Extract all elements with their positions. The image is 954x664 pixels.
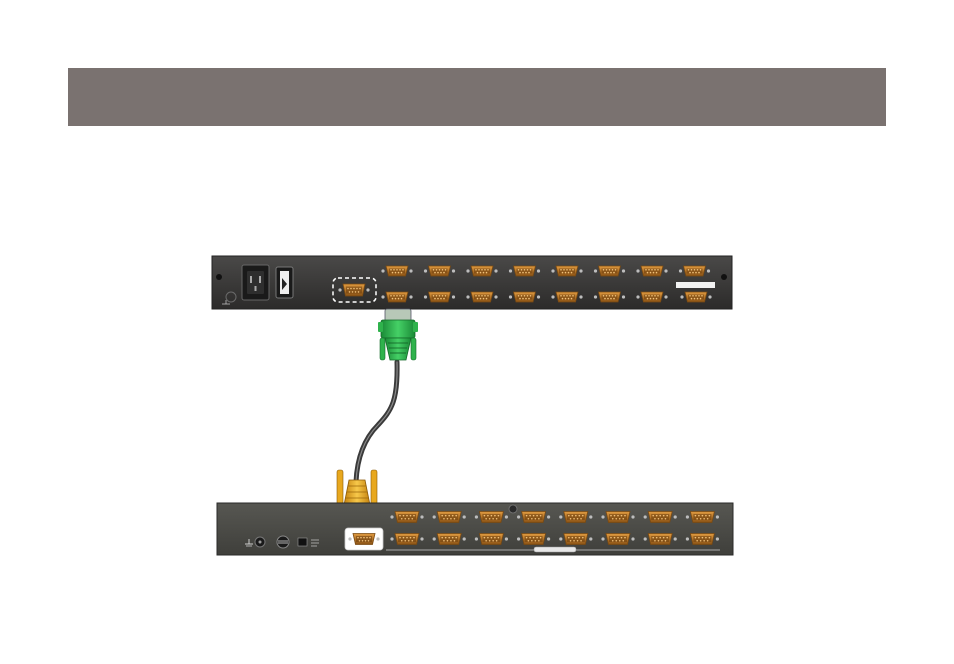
dc-jack-icon — [255, 537, 265, 547]
green-vga-connector — [378, 309, 418, 360]
bottom-unit-rear-panel — [217, 503, 733, 555]
power-inlet-icon — [242, 265, 269, 300]
label-strip — [676, 282, 715, 288]
mount-hole-right — [721, 274, 727, 280]
screw-icon — [509, 505, 517, 513]
power-switch-icon — [276, 267, 293, 298]
label-strip — [534, 547, 576, 552]
top-unit-rear-panel — [212, 256, 732, 309]
ps2-port-icon — [277, 536, 289, 548]
vga-cable — [337, 309, 418, 526]
mount-hole-left — [216, 274, 222, 280]
